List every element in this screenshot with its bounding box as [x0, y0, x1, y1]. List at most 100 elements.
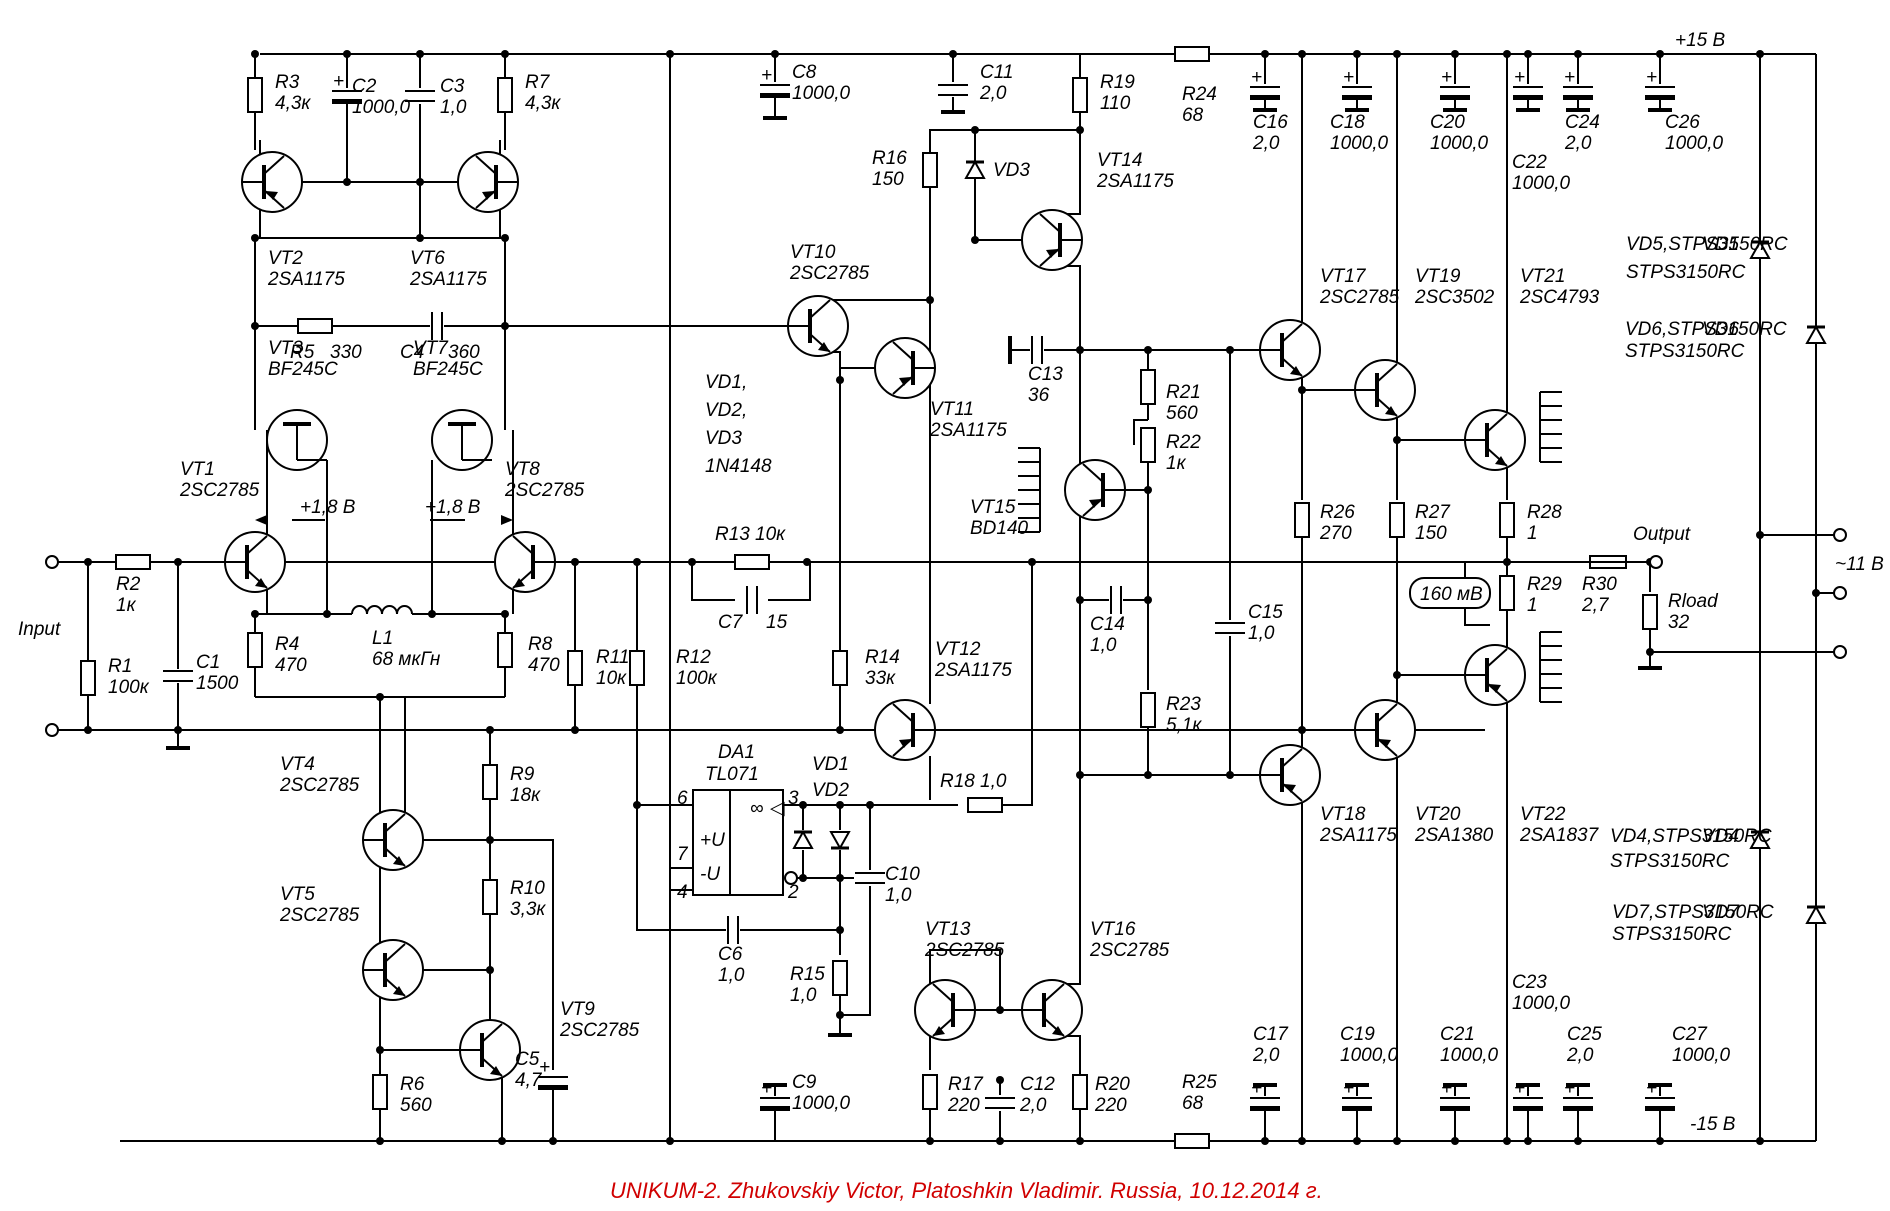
- junction-dot: [836, 376, 844, 384]
- capacitor-c22: +: [1512, 67, 1544, 100]
- junction-dot: [1524, 1137, 1532, 1145]
- transistor-collector: [1376, 363, 1398, 383]
- resistor-r7-name: R7: [525, 72, 551, 93]
- terminal[interactable]: [1649, 555, 1663, 569]
- transistor-vt15-name: VT15: [970, 497, 1016, 518]
- junction-dot: [1226, 771, 1234, 779]
- resistor-body: [567, 650, 583, 686]
- transistor-collector: [384, 813, 406, 833]
- transistor-vt2-name: VT2: [268, 248, 303, 269]
- resistor-body: [1499, 575, 1515, 611]
- resistor-r16-value: 150: [872, 169, 904, 190]
- terminal[interactable]: [1833, 645, 1847, 659]
- transistor-vt11: [874, 337, 936, 399]
- opamp-body: [692, 789, 784, 896]
- resistor-r10: [482, 879, 498, 915]
- resistor-r1-name: R1: [108, 656, 132, 677]
- resistor-r1-value: 100к: [108, 677, 150, 698]
- opamp-da1: [692, 789, 798, 896]
- capacitor-c17-name: C17: [1253, 1024, 1289, 1045]
- junction-dot: [799, 874, 807, 882]
- capacitor-plate-neg: [1440, 1106, 1470, 1111]
- capacitor-c20: +: [1439, 67, 1471, 100]
- capacitor-plate-neg: [1342, 1106, 1372, 1111]
- resistor-body: [297, 318, 333, 334]
- resistor-r27: [1389, 502, 1405, 538]
- capacitor-c14-value: 1,0: [1090, 635, 1117, 656]
- polarity-mark: +: [1343, 1078, 1354, 1099]
- capacitor-c10: [854, 871, 886, 885]
- polarity-mark: +: [1564, 1078, 1575, 1099]
- capacitor-c26-value: 1000,0: [1665, 133, 1724, 154]
- resistor-body: [1174, 1133, 1210, 1149]
- wire: [691, 562, 735, 601]
- capacitor-c7-name: C7: [718, 612, 744, 633]
- opamp-type: TL071: [705, 764, 759, 785]
- capacitor-c15: [1214, 621, 1246, 635]
- transistor-emitter: [1281, 782, 1303, 802]
- capacitor-c24: +: [1562, 67, 1594, 100]
- capacitor-c6-name: C6: [718, 944, 743, 965]
- capacitor-c4-value: 360: [448, 342, 480, 363]
- transistor-vt21-value: 2SC4793: [1519, 287, 1600, 308]
- capacitor-c27-value: 1000,0: [1672, 1045, 1731, 1066]
- wire: [1133, 419, 1148, 445]
- capacitor-gap: [854, 871, 886, 885]
- transistor-vt19: [1354, 359, 1416, 421]
- resistor-r19-name: R19: [1100, 72, 1135, 93]
- transistor-vt8-value: 2SC2785: [504, 480, 585, 501]
- diode-vd6-name: VD6,STPS3150RC: [1625, 319, 1787, 340]
- resistor-r27-value: 150: [1415, 523, 1447, 544]
- capacitor-c21: +: [1439, 1078, 1471, 1111]
- input-label: Input: [18, 619, 61, 640]
- diode-vd5: [1749, 239, 1771, 259]
- diode-vd2: [829, 831, 851, 851]
- transistor-vt17-name: VT17: [1320, 266, 1367, 287]
- capacitor-c27: +: [1644, 1078, 1676, 1111]
- resistor-r15-value: 1,0: [790, 985, 817, 1006]
- resistor-r4: [247, 632, 263, 668]
- output-label: Output: [1633, 524, 1691, 545]
- transistor-collector: [892, 341, 914, 361]
- capacitor-c16-value: 2,0: [1252, 133, 1280, 154]
- junction-dot: [1451, 1137, 1459, 1145]
- capacitor-c18: +: [1341, 67, 1373, 100]
- capacitor-c14: [1109, 584, 1123, 616]
- resistor-r24: [1174, 46, 1210, 62]
- resistor-r20-value: 220: [1094, 1095, 1127, 1116]
- capacitor-c23-value: 1000,0: [1512, 993, 1571, 1014]
- voltage-annotation-vt1: +1,8 В: [300, 497, 356, 518]
- resistor-r7: [497, 77, 513, 113]
- resistor-r11-name: R11: [596, 647, 629, 668]
- capacitor-c20-name: C20: [1430, 112, 1465, 133]
- resistor-body: [967, 797, 1003, 813]
- capacitor-plate-neg: [1250, 1106, 1280, 1111]
- terminal[interactable]: [45, 555, 59, 569]
- emitter-arrow: [266, 191, 278, 200]
- junction-dot: [1076, 596, 1084, 604]
- diode-vd4-name: VD4,STPS3150RC: [1610, 826, 1772, 847]
- capacitor-c23-name: C23: [1512, 972, 1547, 993]
- polarity-mark: +: [539, 1057, 550, 1078]
- capacitor-c16: +: [1249, 67, 1281, 100]
- diode-vd6-name: VD6: [1702, 319, 1739, 340]
- resistor-body: [247, 77, 263, 113]
- terminal[interactable]: [1833, 586, 1847, 600]
- transistor-vt6: [457, 151, 519, 213]
- transistor-collector: [1376, 703, 1398, 723]
- capacitor-plate-neg: [332, 99, 362, 104]
- emitter-arrow: [482, 191, 494, 200]
- resistor-r23-name: R23: [1166, 694, 1201, 715]
- resistor-body: [1642, 594, 1658, 630]
- emitter-arrow: [933, 1026, 945, 1036]
- terminal[interactable]: [45, 723, 59, 737]
- emitter-arrow: [1489, 684, 1501, 693]
- terminal[interactable]: [1833, 528, 1847, 542]
- junction-dot: [836, 1011, 844, 1019]
- resistor-r20-name: R20: [1095, 1074, 1130, 1095]
- junction-dot: [1076, 1137, 1084, 1145]
- diode-note-line3: VD3: [705, 428, 742, 449]
- junction-dot: [971, 126, 979, 134]
- transistor-collector: [1039, 213, 1061, 233]
